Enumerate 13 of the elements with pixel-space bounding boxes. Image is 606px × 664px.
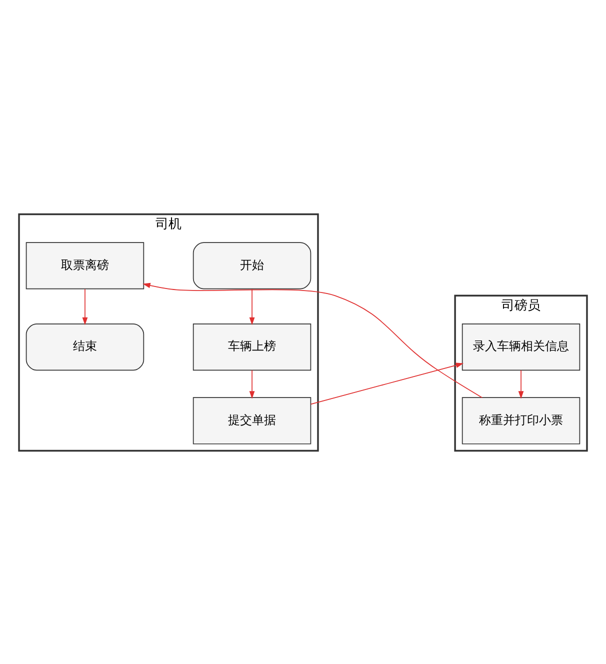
node-box: 结束 [26, 323, 144, 370]
arrow [249, 288, 255, 325]
arrow [142, 282, 483, 398]
arrow [518, 369, 524, 398]
arrow [310, 362, 464, 404]
node-box: 开始 [192, 242, 312, 289]
node-box: 取票离磅 [26, 242, 144, 289]
arrow [82, 288, 88, 325]
node-box: 录入车辆相关信息 [462, 323, 580, 370]
arrow [249, 369, 255, 398]
node-box: 称重并打印小票 [462, 396, 580, 444]
node-box: 提交单据 [192, 396, 312, 444]
node-box: 车辆上榜 [192, 323, 312, 370]
